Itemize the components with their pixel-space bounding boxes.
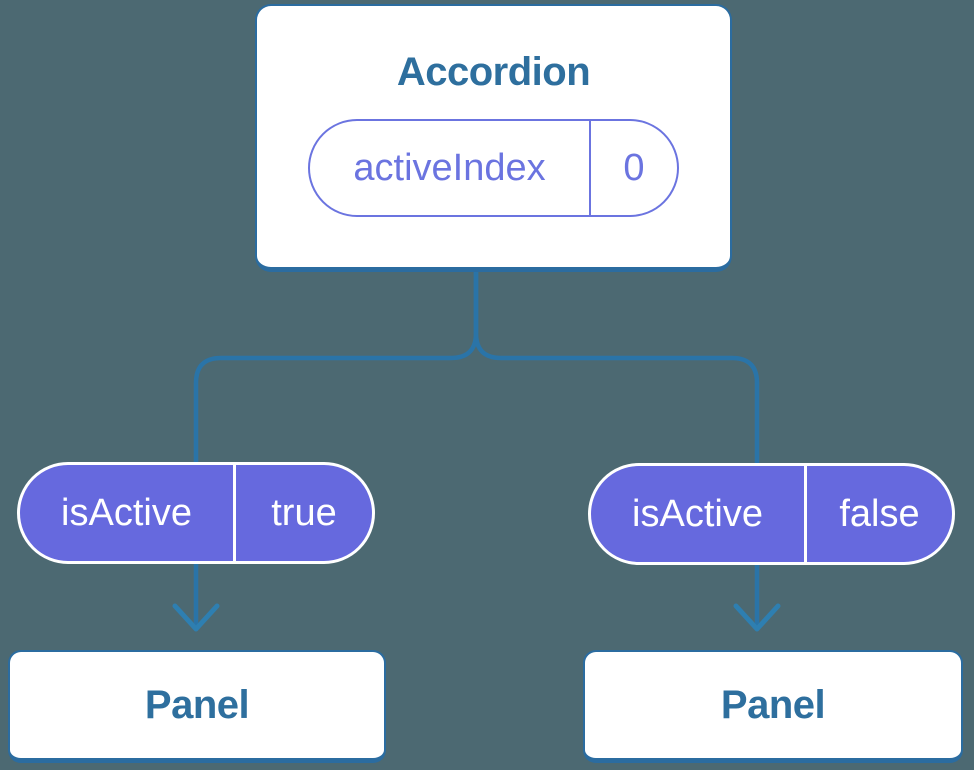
prop-name: isActive: [20, 465, 236, 561]
state-pill-activeindex: activeIndex 0: [308, 119, 679, 217]
prop-value: false: [839, 492, 920, 535]
panel-node-left: Panel: [8, 650, 386, 763]
panel-label: Panel: [144, 682, 250, 727]
prop-pill-isactive-true: isActive true: [17, 462, 375, 564]
prop-name: isActive: [591, 466, 807, 562]
state-value: 0: [623, 146, 645, 189]
panel-node-right: Panel: [583, 650, 963, 763]
arrow-down-icon: [733, 603, 781, 632]
component-title: Accordion: [396, 50, 591, 94]
arrow-down-icon: [172, 603, 220, 632]
state-name: activeIndex: [310, 121, 591, 215]
connector-right-branch: [473, 265, 760, 629]
prop-pill-isactive-false: isActive false: [588, 463, 955, 565]
panel-label: Panel: [720, 682, 826, 727]
prop-value: true: [271, 491, 337, 534]
accordion-component-node: Accordion activeIndex 0: [255, 4, 732, 272]
connector-left-branch: [193, 265, 479, 629]
